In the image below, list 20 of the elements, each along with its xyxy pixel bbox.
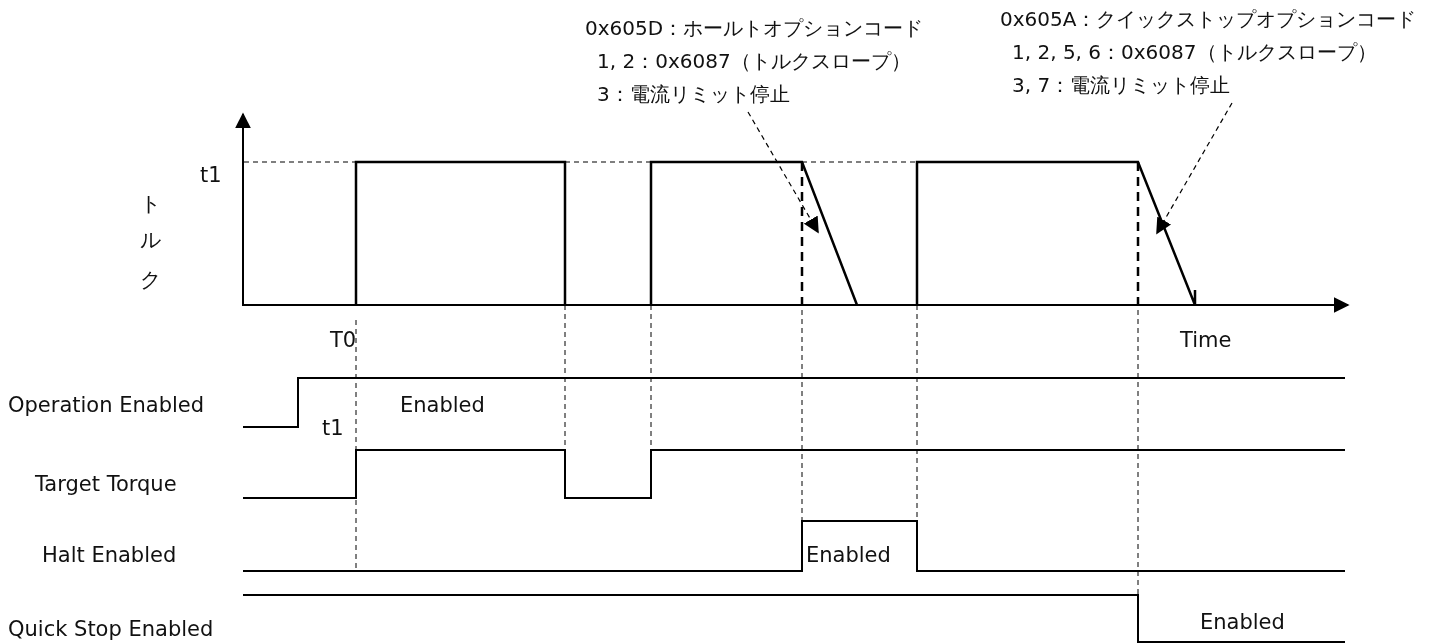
axis-label: トルク — [138, 180, 164, 294]
annotation-heading: 0x605D：ホールトオプションコード — [585, 15, 924, 42]
annotation-text: 1, 2, 5, 6：0x6087（トルクスロープ） — [1011, 39, 1378, 66]
signal-name: Halt Enabled — [42, 543, 177, 569]
state-label: Enabled — [1200, 610, 1285, 636]
signal-name: Operation Enabled — [8, 393, 205, 419]
signal-name: Target Torque — [35, 472, 177, 498]
level-label: t1 — [322, 416, 344, 442]
axis-label: t1 — [200, 163, 222, 189]
signal-name: Quick Stop Enabled — [8, 617, 214, 643]
annotation-heading: 0x605A：クイックストップオプションコード — [1000, 6, 1417, 33]
state-label: Enabled — [806, 543, 891, 569]
annotation-text: 3：電流リミット停止 — [596, 81, 791, 108]
leader-line — [747, 111, 819, 234]
annotation-text: 3, 7：電流リミット停止 — [1011, 72, 1232, 99]
leader-line — [1156, 102, 1233, 235]
axis-label: T0 — [330, 328, 357, 354]
state-label: Enabled — [400, 393, 485, 419]
axis-label: Time — [1180, 328, 1232, 354]
annotation-text: 1, 2：0x6087（トルクスロープ） — [596, 48, 912, 75]
